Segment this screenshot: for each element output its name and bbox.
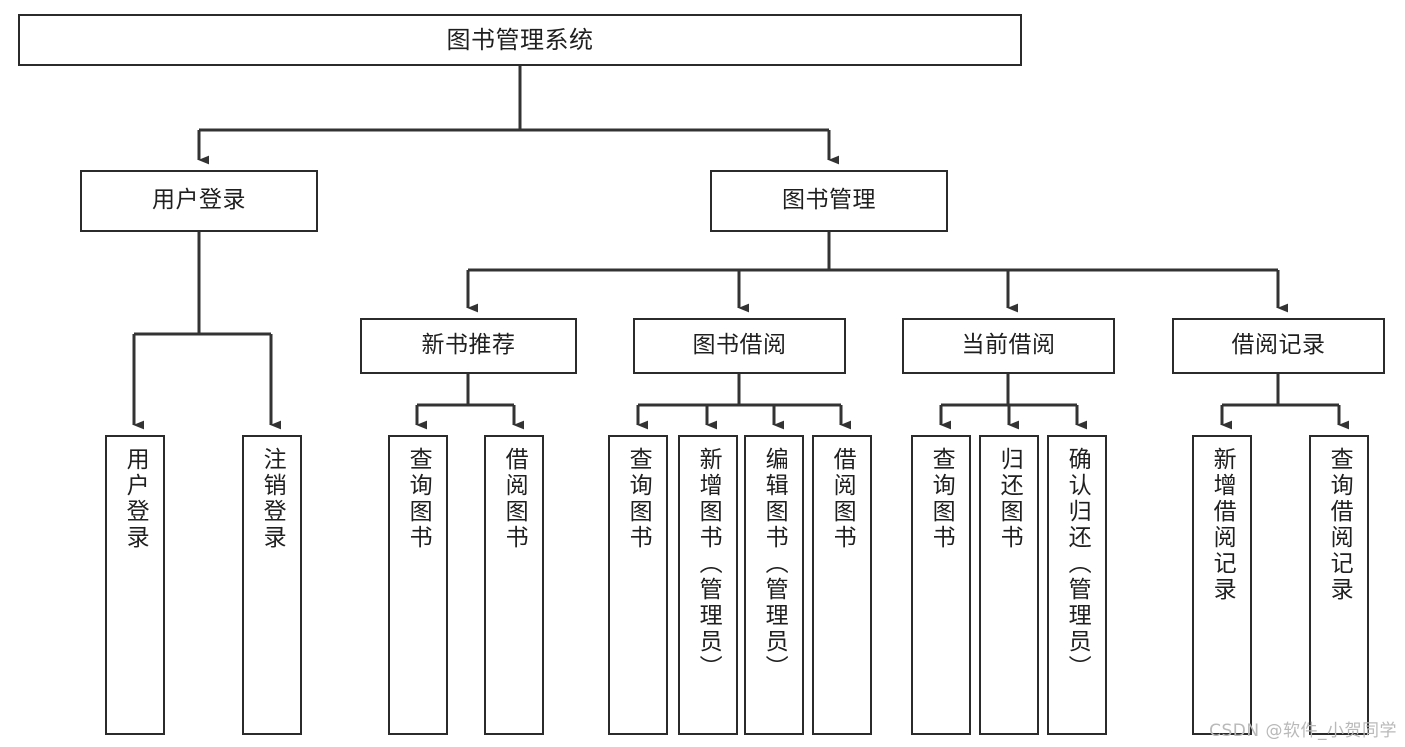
node-leaf-edit-book[interactable]: 编辑图书（管理员） [744,435,804,735]
node-leaf-borrow-book-1-label: 借阅图书 [501,447,528,551]
node-root-system-label: 图书管理系统 [446,25,594,54]
node-leaf-query-book-2[interactable]: 查询图书 [608,435,668,735]
node-book-manage-label: 图书管理 [782,187,876,214]
csdn-watermark: CSDN @软件_小贺同学 [1209,721,1397,741]
node-leaf-logout-login-label: 注销登录 [259,447,286,551]
node-root-system[interactable]: 图书管理系统 [18,14,1022,66]
node-leaf-query-book-3-label: 查询图书 [928,447,955,551]
node-book-borrow[interactable]: 图书借阅 [633,318,846,374]
node-leaf-return-book-label: 归还图书 [996,447,1023,551]
node-leaf-add-record-label: 新增借阅记录 [1209,447,1236,603]
node-book-manage[interactable]: 图书管理 [710,170,948,232]
node-new-book-recommend[interactable]: 新书推荐 [360,318,577,374]
node-leaf-user-login-label: 用户登录 [122,447,149,551]
node-leaf-confirm-return[interactable]: 确认归还（管理员） [1047,435,1107,735]
node-leaf-query-record[interactable]: 查询借阅记录 [1309,435,1369,735]
node-user-login[interactable]: 用户登录 [80,170,318,232]
node-user-login-label: 用户登录 [152,187,246,214]
node-book-borrow-label: 图书借阅 [692,332,787,359]
node-new-book-recommend-label: 新书推荐 [421,332,516,359]
node-borrow-record-label: 借阅记录 [1231,332,1326,359]
node-leaf-query-book-1[interactable]: 查询图书 [388,435,448,735]
node-leaf-query-book-1-label: 查询图书 [405,447,432,551]
node-leaf-confirm-return-label: 确认归还（管理员） [1064,447,1091,681]
node-leaf-add-book[interactable]: 新增图书（管理员） [678,435,738,735]
node-current-borrow-label: 当前借阅 [961,332,1056,359]
node-leaf-query-book-2-label: 查询图书 [625,447,652,551]
node-leaf-return-book[interactable]: 归还图书 [979,435,1039,735]
node-leaf-user-login[interactable]: 用户登录 [105,435,165,735]
node-leaf-add-record[interactable]: 新增借阅记录 [1192,435,1252,735]
node-leaf-borrow-book-2-label: 借阅图书 [829,447,856,551]
node-leaf-borrow-book-1[interactable]: 借阅图书 [484,435,544,735]
node-leaf-borrow-book-2[interactable]: 借阅图书 [812,435,872,735]
node-leaf-query-record-label: 查询借阅记录 [1326,447,1353,603]
node-current-borrow[interactable]: 当前借阅 [902,318,1115,374]
node-leaf-edit-book-label: 编辑图书（管理员） [761,447,788,681]
node-leaf-query-book-3[interactable]: 查询图书 [911,435,971,735]
node-borrow-record[interactable]: 借阅记录 [1172,318,1385,374]
node-leaf-logout-login[interactable]: 注销登录 [242,435,302,735]
node-leaf-add-book-label: 新增图书（管理员） [695,447,722,681]
